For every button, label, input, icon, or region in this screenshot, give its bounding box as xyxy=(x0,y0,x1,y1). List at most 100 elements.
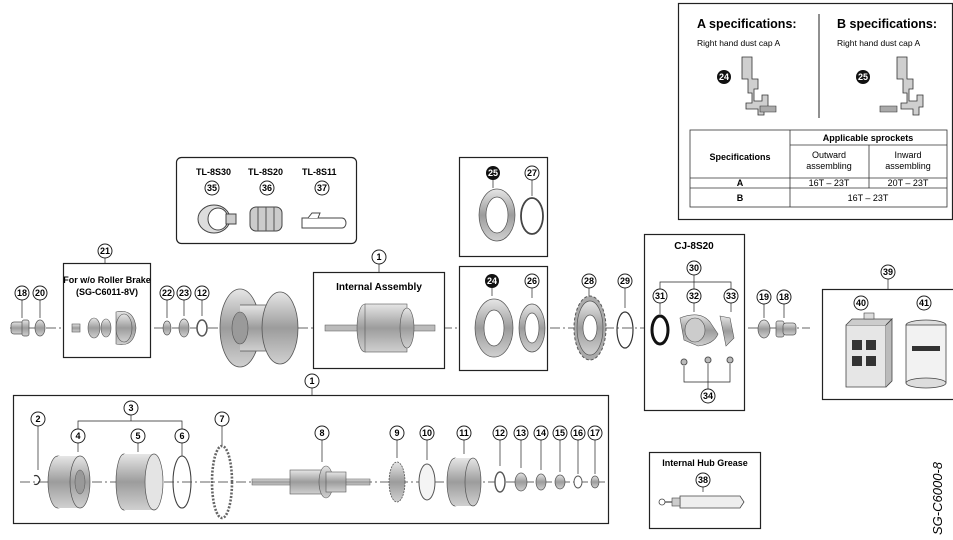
callout-8: 8 xyxy=(319,428,324,438)
part-9-icon xyxy=(388,461,406,503)
callout-39: 39 xyxy=(883,267,893,277)
callout-25: 25 xyxy=(488,168,498,178)
callout-1-bottom: 1 xyxy=(309,376,314,386)
callout-24: 24 xyxy=(487,276,497,286)
callout-20: 20 xyxy=(35,288,45,298)
snap-ring: 29 xyxy=(616,273,634,349)
specifications-box: A specifications: Right hand dust cap A … xyxy=(677,2,953,221)
part-7-gear-ring xyxy=(210,444,234,520)
a-specifications-subtitle: Right hand dust cap A xyxy=(697,38,781,48)
tool-36-icon xyxy=(249,206,283,232)
roller-brake-line2: (SG-C6011-8V) xyxy=(76,287,138,297)
callout-41: 41 xyxy=(919,298,929,308)
internal-assembly-icon xyxy=(324,303,436,353)
part-17-icon xyxy=(590,475,600,489)
roller-brake-box: 21 For w/o Roller Brake (SG-C6011-8V) xyxy=(62,243,152,359)
callout-11: 11 xyxy=(459,428,469,438)
callout-14: 14 xyxy=(536,428,546,438)
internal-hub-grease-label: Internal Hub Grease xyxy=(662,458,748,468)
callout-18-right: 18 xyxy=(779,292,789,302)
callout-23: 23 xyxy=(179,288,189,298)
roller-brake-parts-icon xyxy=(71,311,137,345)
dust-cap-box-bottom: 24 26 xyxy=(458,265,549,372)
callout-38: 38 xyxy=(698,475,708,485)
table-header-specifications: Specifications xyxy=(709,152,770,162)
callout-1-top: 1 xyxy=(376,252,381,262)
callout-12-bottom: 12 xyxy=(495,428,505,438)
dust-cap-box-top: 25 27 xyxy=(458,156,549,258)
callout-16: 16 xyxy=(573,428,583,438)
grease-kit-box: 39 40 41 xyxy=(821,264,953,401)
callout-29: 29 xyxy=(620,276,630,286)
tool-tl-8s20-label: TL-8S20 xyxy=(248,167,283,177)
callout-15: 15 xyxy=(555,428,565,438)
callout-2: 2 xyxy=(35,414,40,424)
tools-box: TL-8S30 TL-8S20 TL-8S11 35 36 37 xyxy=(175,156,358,245)
table-col-outward-2: assembling xyxy=(806,161,852,171)
callout-9: 9 xyxy=(394,428,399,438)
part-12-icon xyxy=(494,471,506,493)
part-5-icon xyxy=(115,453,164,511)
badge-25-b-label: 25 xyxy=(858,72,868,82)
callout-30: 30 xyxy=(689,263,699,273)
callout-4: 4 xyxy=(75,431,80,441)
left-end-parts xyxy=(10,318,208,338)
part-10-icon xyxy=(418,463,436,501)
table-row-a-label: A xyxy=(737,178,744,188)
dust-cap-b-profile: 25 xyxy=(856,56,924,116)
badge-24-a-label: 24 xyxy=(719,72,729,82)
sprocket-table: Specifications Applicable sprockets Outw… xyxy=(689,129,948,208)
callout-32: 32 xyxy=(689,291,699,301)
badge-25-b xyxy=(856,70,870,84)
oil-can-icon xyxy=(845,312,893,388)
hub-shell xyxy=(219,288,299,368)
table-header-applicable: Applicable sprockets xyxy=(823,133,914,143)
chain-case-label: CJ-8S20 xyxy=(674,241,714,252)
callout-17: 17 xyxy=(590,428,600,438)
internal-hub-grease-box: Internal Hub Grease 38 xyxy=(648,451,762,530)
internal-assembly-box: 1 Internal Assembly xyxy=(312,249,446,370)
table-row-a-inward: 20T – 23T xyxy=(888,178,929,188)
callout-40: 40 xyxy=(856,298,866,308)
tool-tl-8s30-label: TL-8S30 xyxy=(196,167,231,177)
callout-28: 28 xyxy=(584,276,594,286)
callout-21: 21 xyxy=(100,246,110,256)
chain-case-box: CJ-8S20 30 31 32 33 34 xyxy=(643,233,746,412)
callout-22: 22 xyxy=(162,288,172,298)
part-14-icon xyxy=(535,473,547,491)
callout-19: 19 xyxy=(759,292,769,302)
tool-37-icon xyxy=(301,212,347,229)
callout-33: 33 xyxy=(726,291,736,301)
b-specifications-subtitle: Right hand dust cap A xyxy=(837,38,921,48)
part-4-icon xyxy=(47,455,91,509)
grease-jar-icon xyxy=(905,319,947,389)
callout-36: 36 xyxy=(262,183,272,193)
callout-6: 6 xyxy=(179,431,184,441)
tool-35-icon xyxy=(197,204,237,234)
part-6-ring xyxy=(172,455,192,509)
part-13-icon xyxy=(514,472,528,492)
table-col-outward: Outward xyxy=(812,150,846,160)
callout-13: 13 xyxy=(516,428,526,438)
internal-assembly-label: Internal Assembly xyxy=(336,282,422,293)
callout-18-left: 18 xyxy=(17,288,27,298)
table-row-b-label: B xyxy=(737,193,744,203)
table-row-a-outward: 16T – 23T xyxy=(809,178,850,188)
callout-35: 35 xyxy=(207,183,217,193)
a-specifications-title: A specifications: xyxy=(697,17,797,31)
callout-12-top: 12 xyxy=(197,288,207,298)
callout-5: 5 xyxy=(135,431,140,441)
callout-37: 37 xyxy=(317,183,327,193)
table-col-inward-2: assembling xyxy=(885,161,931,171)
hub-internal-breakdown: 1 3 2 4 5 6 7 8 9 10 11 12 13 14 15 xyxy=(12,373,610,525)
callout-27: 27 xyxy=(527,168,537,178)
callout-7: 7 xyxy=(219,414,224,424)
callout-10: 10 xyxy=(422,428,432,438)
b-specifications-title: B specifications: xyxy=(837,17,937,31)
tool-tl-8s11-label: TL-8S11 xyxy=(302,167,337,177)
table-row-b-value: 16T – 23T xyxy=(848,193,889,203)
callout-34: 34 xyxy=(703,391,713,401)
badge-24-a xyxy=(717,70,731,84)
callout-3: 3 xyxy=(128,403,133,413)
